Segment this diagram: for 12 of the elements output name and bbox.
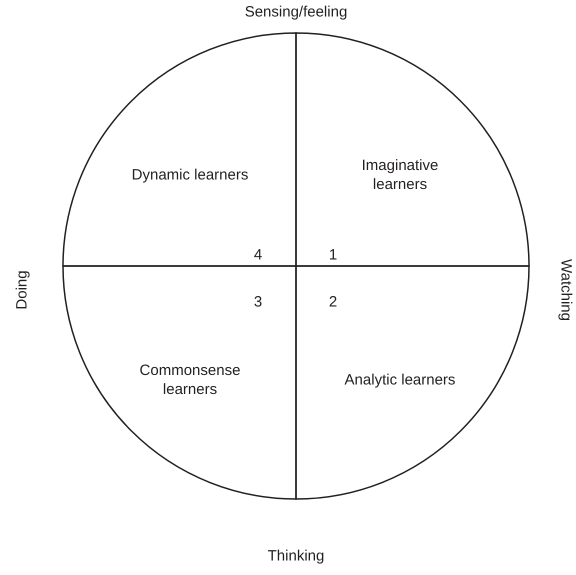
quadrant-label: Commonsense learners	[138, 361, 242, 399]
quadrant-number: 4	[254, 246, 262, 264]
axis-label: Thinking	[268, 548, 324, 564]
axis-label: Doing	[14, 270, 30, 310]
quadrant-label: Analytic learners	[344, 370, 456, 390]
quadrant-label: Imaginative learners	[360, 156, 440, 194]
axis-label: Sensing/feeling	[244, 4, 348, 20]
quadrant-number: 3	[254, 294, 262, 310]
quadrant-number: 2	[328, 294, 338, 310]
axis-label: Watching	[558, 259, 574, 321]
quadrant-label: Dynamic learners	[130, 166, 250, 184]
quadrant-number: 1	[328, 246, 338, 264]
